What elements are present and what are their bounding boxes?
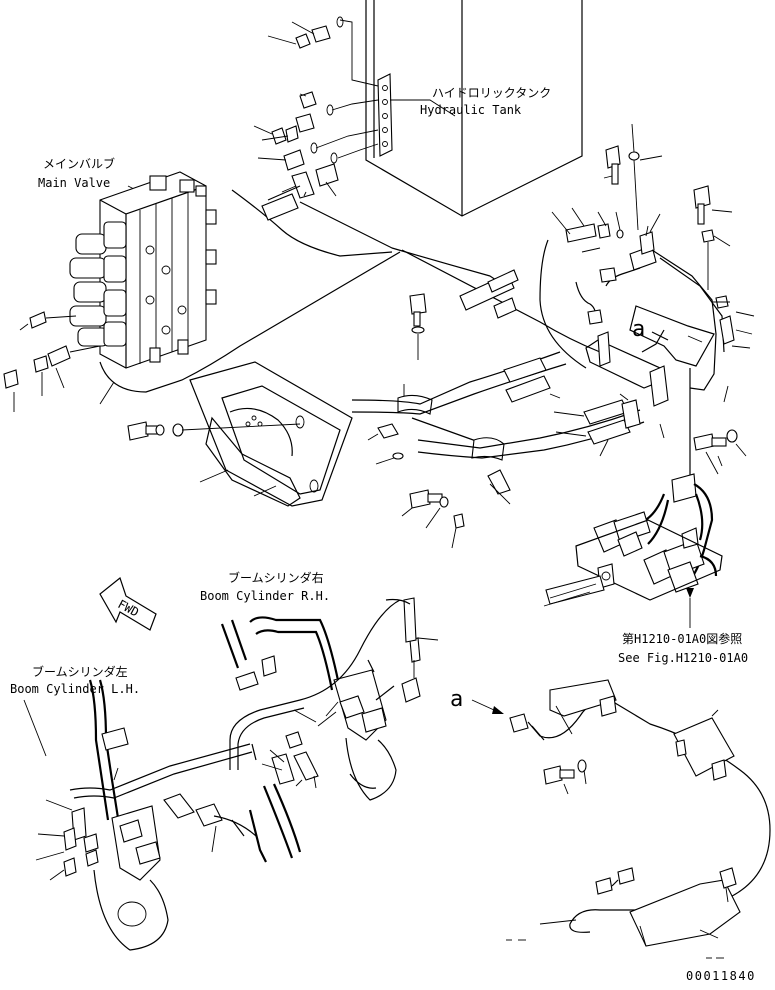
boom-cylinder-rh [220,597,439,859]
boom-lh-jp-label: ブームシリンダ左 [32,664,128,679]
callout-a-bottom-arrow [492,706,504,714]
boom-lh-leader [23,699,47,757]
harness [506,679,771,959]
hose-bundle [99,189,601,393]
hydraulic-tank-en-label: Hydraulic Tank [420,103,522,117]
fwd-label: FWD [115,597,141,620]
boom-cylinder-lh [35,679,267,951]
tank-fittings [267,16,379,201]
right-bracket [539,123,755,407]
callout-a-bottom-line [471,699,495,711]
callout-a-top: a [632,317,645,342]
main-valve [3,171,217,389]
ref-fig-jp-label: 第H1210-01A0図参照 [622,631,742,646]
drawing-number: 00011840 [686,969,756,983]
hydraulic-tank-jp-label: ハイドロリックタンク [432,86,551,100]
ref-arrow-head [686,588,694,598]
valve-assembly-right [543,368,723,607]
center-bolts [351,293,645,505]
plate-bolts [127,421,465,549]
main-valve-en-label: Main Valve [38,176,110,190]
fwd-arrow [99,576,157,631]
boom-lh-en-label: Boom Cylinder L.H. [10,682,140,696]
callout-a-top-arrow [651,331,669,341]
boom-rh-en-label: Boom Cylinder R.H. [200,589,330,603]
ref-fig-en-label: See Fig.H1210-01A0 [618,651,748,665]
right-rods [503,357,747,475]
main-valve-fitting-leaders [13,323,115,412]
callout-a-bottom: a [450,687,463,712]
boom-rh-jp-label: ブームシリンダ右 [228,570,324,585]
cover-plates [189,361,353,507]
main-valve-jp-label: メインバルブ [43,156,115,171]
hydraulic-tank [365,0,583,217]
tank-fitting-leaders [253,21,337,197]
